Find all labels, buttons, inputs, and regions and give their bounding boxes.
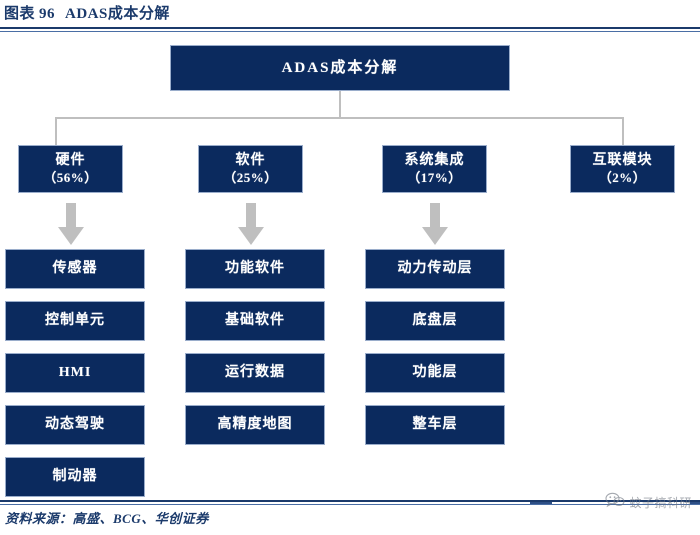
node-leaf-label: 整车层: [412, 417, 458, 433]
title-rule-thick: [0, 27, 700, 29]
node-leaf-label: 控制单元: [45, 313, 105, 329]
connector-horizontal-bus: [55, 117, 624, 119]
watermark-text: 蚊子搞科研: [629, 496, 692, 510]
node-branch-software-share: （25%）: [223, 169, 278, 185]
node-leaf-hardware-1[interactable]: 传感器: [5, 249, 145, 289]
arrow-down-software-icon: [238, 203, 264, 245]
node-leaf-label: 动力传动层: [397, 261, 473, 277]
node-leaf-label: HMI: [58, 365, 92, 381]
title-rule-thin: [0, 31, 700, 32]
node-leaf-software-2[interactable]: 基础软件: [185, 301, 325, 341]
node-branch-hardware-label: 硬件: [55, 153, 86, 169]
connector-root-stem: [339, 91, 341, 119]
node-leaf-label: 动态驾驶: [45, 417, 105, 433]
node-leaf-integration-2[interactable]: 底盘层: [365, 301, 505, 341]
node-branch-connectivity[interactable]: 互联模块 （2%）: [570, 145, 675, 193]
node-leaf-label: 制动器: [52, 469, 98, 485]
connector-drop-hardware: [55, 117, 57, 145]
node-root-label: ADAS成本分解: [281, 59, 399, 76]
node-branch-software-label: 软件: [235, 153, 266, 169]
node-leaf-software-4[interactable]: 高精度地图: [185, 405, 325, 445]
node-leaf-integration-1[interactable]: 动力传动层: [365, 249, 505, 289]
node-leaf-hardware-3[interactable]: HMI: [5, 353, 145, 393]
footer-rule-thick: [0, 500, 700, 502]
node-root[interactable]: ADAS成本分解: [170, 45, 510, 91]
source-note: 资料来源：高盛、BCG、华创证券: [5, 511, 209, 526]
node-leaf-hardware-2[interactable]: 控制单元: [5, 301, 145, 341]
node-branch-software[interactable]: 软件 （25%）: [198, 145, 303, 193]
wechat-icon: [605, 492, 626, 513]
node-leaf-integration-3[interactable]: 功能层: [365, 353, 505, 393]
node-branch-connectivity-label: 互联模块: [592, 153, 653, 169]
watermark-rule-right: [690, 502, 700, 504]
node-leaf-software-1[interactable]: 功能软件: [185, 249, 325, 289]
node-leaf-label: 功能层: [412, 365, 458, 381]
watermark: 蚊子搞科研: [605, 492, 692, 513]
node-branch-hardware[interactable]: 硬件 （56%）: [18, 145, 123, 193]
node-branch-integration-share: （17%）: [407, 169, 462, 185]
watermark-rule-left: [530, 502, 552, 504]
arrow-down-integration-icon: [422, 203, 448, 245]
node-branch-hardware-share: （56%）: [43, 169, 98, 185]
figure-label: 图表: [4, 6, 36, 22]
node-leaf-hardware-5[interactable]: 制动器: [5, 457, 145, 497]
node-leaf-label: 底盘层: [412, 313, 458, 329]
figure-number: 96: [39, 6, 56, 22]
connector-drop-connectivity: [622, 117, 624, 145]
node-leaf-hardware-4[interactable]: 动态驾驶: [5, 405, 145, 445]
node-leaf-label: 基础软件: [225, 313, 285, 329]
node-leaf-label: 高精度地图: [217, 417, 293, 433]
node-leaf-software-3[interactable]: 运行数据: [185, 353, 325, 393]
node-leaf-label: 运行数据: [225, 365, 285, 381]
node-leaf-label: 功能软件: [225, 261, 285, 277]
node-branch-integration-label: 系统集成: [404, 153, 465, 169]
figure-title-text: ADAS成本分解: [65, 6, 170, 22]
node-leaf-integration-4[interactable]: 整车层: [365, 405, 505, 445]
node-branch-integration[interactable]: 系统集成 （17%）: [382, 145, 487, 193]
arrow-down-hardware-icon: [58, 203, 84, 245]
node-leaf-label: 传感器: [52, 261, 98, 277]
node-branch-connectivity-share: （2%）: [598, 169, 647, 185]
footer-rule-thin: [0, 504, 700, 505]
